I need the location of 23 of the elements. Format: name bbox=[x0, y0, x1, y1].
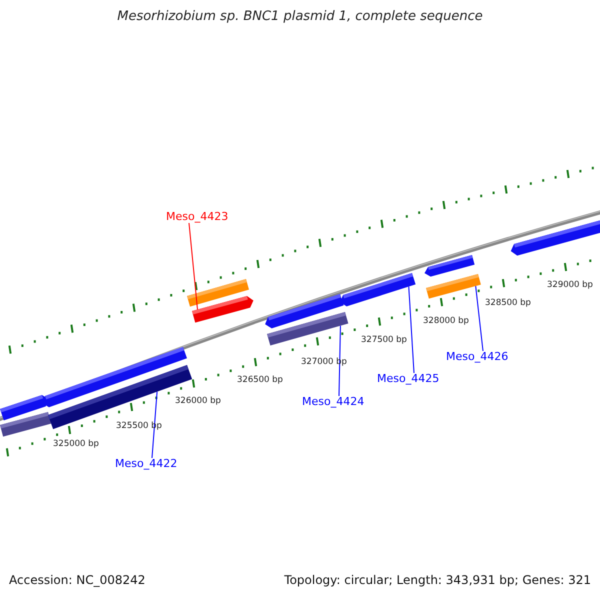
title: Mesorhizobium sp. BNC1 plasmid 1, complete sequence bbox=[116, 10, 484, 24]
tick-label: 326500 bp bbox=[237, 376, 283, 386]
tick-label: 327500 bp bbox=[361, 336, 407, 346]
tick-label: 328000 bp bbox=[423, 317, 469, 326]
gene-label: Meso_4423 bbox=[166, 211, 228, 224]
tick-label: 328500 bp bbox=[485, 299, 531, 308]
gene-label: Meso_4422 bbox=[115, 458, 178, 470]
leader-line bbox=[408, 286, 414, 374]
tick-label: 329000 bp bbox=[547, 281, 593, 290]
gene-feature bbox=[426, 274, 481, 299]
accession-text: Accession: NC_008242 bbox=[9, 574, 146, 588]
gene-label: Meso_4425 bbox=[377, 373, 440, 386]
gene-feature bbox=[267, 312, 348, 346]
summary-text: Topology: circular; Length: 343,931 bp; Genes: 321 bbox=[284, 574, 591, 588]
tick-label: 325000 bp bbox=[53, 440, 99, 450]
gene-feature bbox=[340, 273, 416, 306]
gene-label: Meso_4426 bbox=[446, 351, 508, 364]
tick-label: 326000 bp bbox=[175, 397, 221, 406]
leader-line bbox=[338, 325, 341, 396]
gene-label: Meso_4424 bbox=[302, 396, 364, 408]
leader-line bbox=[188, 222, 198, 310]
leader-line bbox=[475, 286, 484, 352]
gene-feature bbox=[192, 296, 254, 323]
